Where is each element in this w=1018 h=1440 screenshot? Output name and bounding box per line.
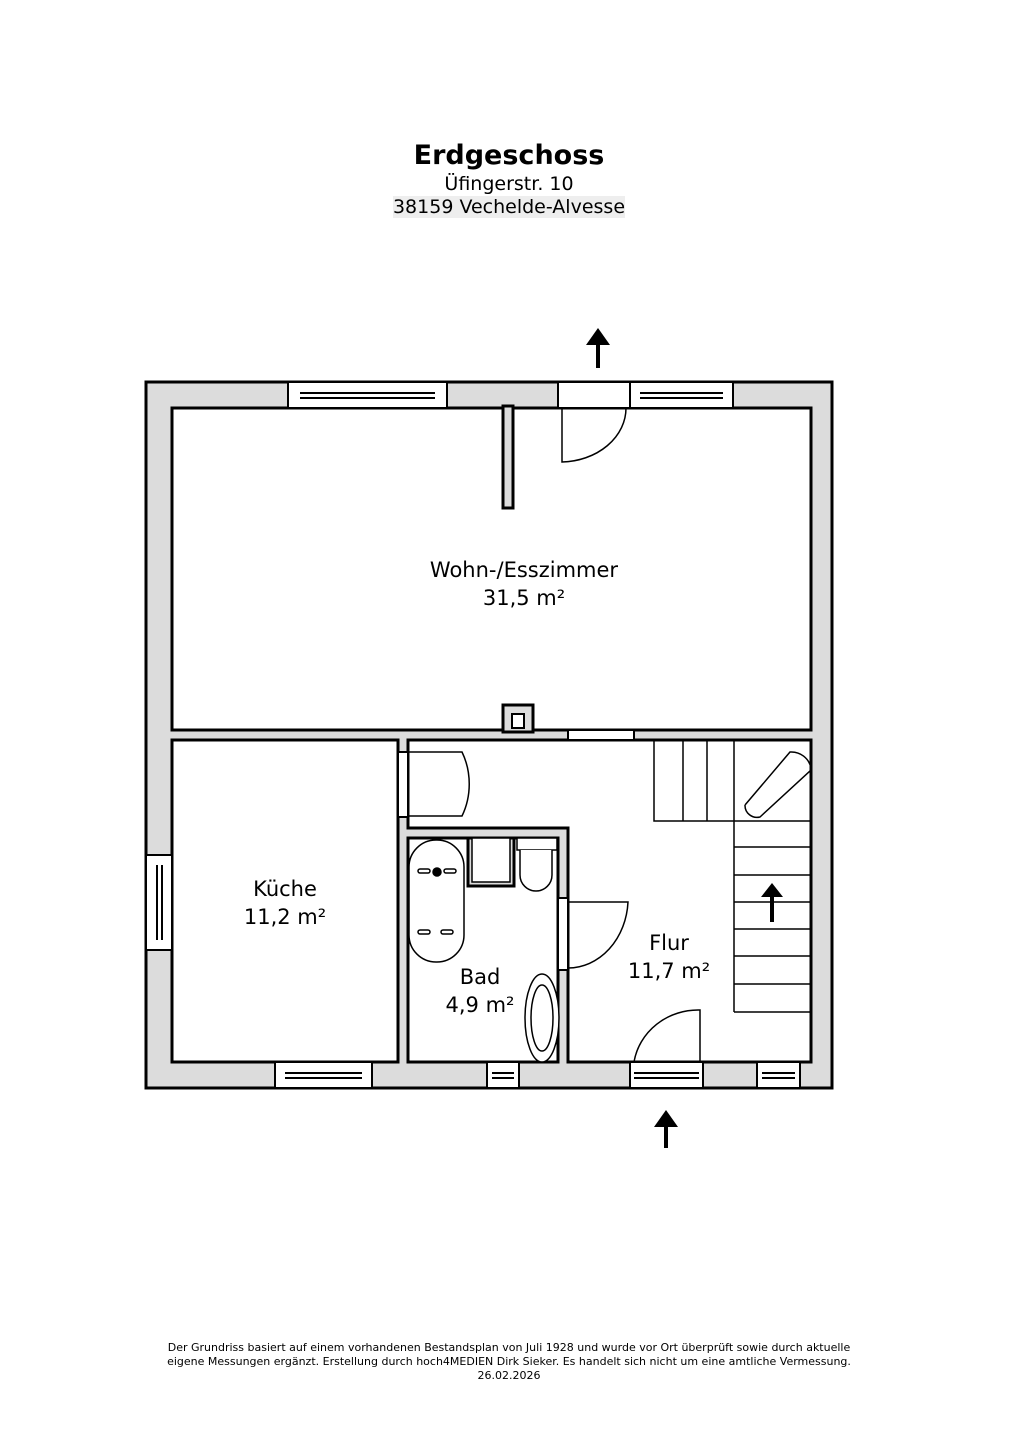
room-area: 11,2 m² (244, 905, 326, 929)
disclaimer: Der Grundriss basiert auf einem vorhande… (0, 1341, 1018, 1383)
entrance-arrow-icon (654, 1110, 678, 1148)
entrance-door-opening (629, 1061, 704, 1089)
door-swing (408, 751, 470, 817)
room-area: 11,7 m² (628, 959, 710, 983)
floor-title: Erdgeschoss (413, 140, 605, 171)
window (756, 1061, 801, 1089)
stair-up-arrow-icon (761, 883, 783, 922)
window (486, 1061, 520, 1089)
window (629, 381, 734, 409)
disclaimer-line: Der Grundriss basiert auf einem vorhande… (167, 1341, 851, 1354)
plan-date: 26.02.2026 (477, 1369, 541, 1382)
door-swing (567, 901, 629, 969)
room-name: Wohn-/Esszimmer (430, 558, 618, 582)
room-name: Küche (253, 877, 317, 901)
room-name: Bad (460, 965, 501, 989)
room-area: 31,5 m² (483, 586, 565, 610)
room-area: 4,9 m² (446, 993, 515, 1017)
room-name: Flur (649, 931, 689, 955)
window (287, 381, 448, 409)
address-street: Üfingerstr. 10 (444, 173, 574, 195)
address-city: 38159 Vechelde-Alvesse (392, 196, 626, 218)
door-swing (561, 407, 627, 463)
terrace-door-opening (557, 381, 631, 409)
toilet (516, 837, 558, 851)
window (145, 854, 173, 951)
staircase (653, 740, 812, 1013)
room-kueche (170, 738, 400, 1064)
window (274, 1061, 373, 1089)
chimney-flue (511, 713, 525, 729)
terrace-arrow-icon (586, 328, 610, 368)
room-wohn-esszimmer (170, 406, 813, 732)
interior-window (567, 729, 635, 741)
disclaimer-line: eigene Messungen ergänzt. Erstellung dur… (167, 1355, 851, 1368)
partition-stub (501, 404, 515, 510)
door-swing (633, 1009, 701, 1063)
bathtub (408, 839, 465, 963)
